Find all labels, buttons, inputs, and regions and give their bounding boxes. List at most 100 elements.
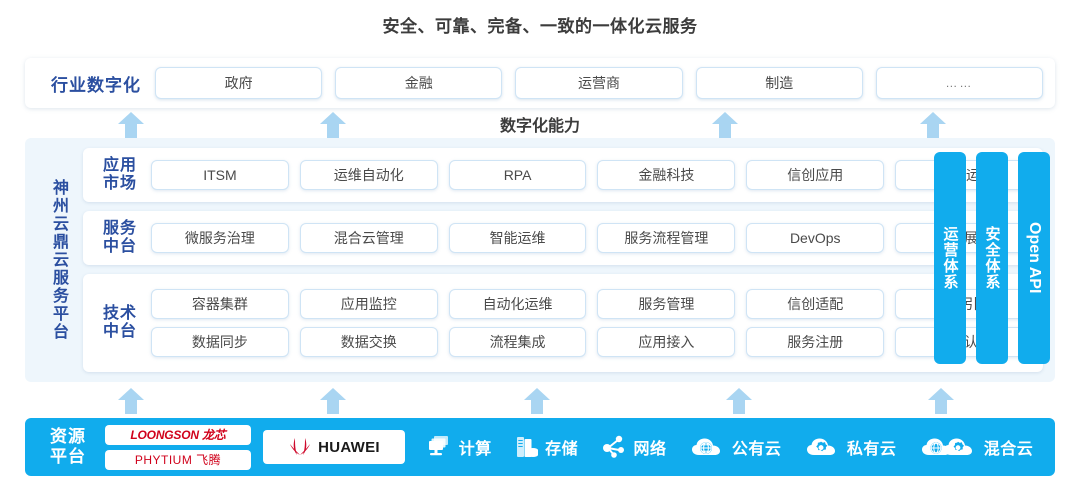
chip-microservice-governance[interactable]: 微服务治理 bbox=[151, 223, 289, 253]
page-title: 安全、可靠、完备、一致的一体化云服务 bbox=[382, 17, 698, 36]
resource-label-line2: 平台 bbox=[50, 447, 86, 466]
huawei-logo: HUAWEI bbox=[263, 430, 405, 464]
chip-data-sync[interactable]: 数据同步 bbox=[151, 327, 289, 357]
card-app-market-label: 应用 市场 bbox=[89, 157, 151, 194]
card-service-platform-rows: 微服务治理 混合云管理 智能运维 服务流程管理 DevOps 大屏展示 bbox=[151, 223, 1033, 253]
chip-intelligent-ops[interactable]: 智能运维 bbox=[448, 223, 587, 253]
card-service-platform: 服务 中台 微服务治理 混合云管理 智能运维 服务流程管理 DevOps 大屏展… bbox=[83, 211, 1043, 265]
pillar-label: Open API bbox=[1026, 222, 1043, 294]
chip-process-integration[interactable]: 流程集成 bbox=[448, 327, 587, 357]
resource-item-label: 混合云 bbox=[983, 441, 1034, 458]
chip-xinchuang-app[interactable]: 信创应用 bbox=[746, 160, 885, 190]
compute-icon bbox=[428, 436, 448, 456]
up-arrow-icon bbox=[726, 388, 752, 414]
chip-itsm[interactable]: ITSM bbox=[151, 160, 289, 190]
resource-item-hybrid-cloud[interactable]: 混合云 bbox=[920, 435, 1034, 459]
industry-item-more[interactable]: …… bbox=[875, 67, 1044, 99]
industry-items: 政府 金融 运营商 制造 …… bbox=[155, 67, 1044, 99]
cloud-service-platform-panel: 神州云鼎云服务平台 应用 市场 ITSM 运维自动化 RPA 金融科技 信创应用… bbox=[25, 138, 1055, 382]
network-icon bbox=[602, 435, 624, 458]
upper-arrow-strip bbox=[0, 110, 1080, 140]
card-tech-platform-rows: 容器集群 应用监控 自动化运维 服务管理 信创适配 流程引擎 数据同步 数据交换… bbox=[151, 289, 1033, 357]
resource-item-label: 网络 bbox=[633, 441, 667, 458]
loongson-logo: LOONGSON 龙芯 bbox=[105, 424, 251, 445]
resource-item-storage[interactable]: 存储 bbox=[515, 435, 578, 459]
private-cloud-icon bbox=[806, 438, 835, 455]
chip-data-exchange[interactable]: 数据交换 bbox=[299, 327, 438, 357]
resource-item-label: 存储 bbox=[545, 441, 579, 458]
card-app-market-rows: ITSM 运维自动化 RPA 金融科技 信创应用 运维/运营 bbox=[151, 160, 1033, 190]
card-label-line1: 技术 bbox=[102, 304, 137, 322]
chip-row: ITSM 运维自动化 RPA 金融科技 信创应用 运维/运营 bbox=[151, 160, 1033, 190]
industry-item-finance[interactable]: 金融 bbox=[335, 67, 503, 99]
storage-icon bbox=[517, 437, 539, 457]
resource-item-private-cloud[interactable]: 私有云 bbox=[805, 435, 897, 459]
lower-arrow-strip bbox=[0, 386, 1080, 416]
chip-row: 数据同步 数据交换 流程集成 应用接入 服务注册 统一认证 bbox=[151, 327, 1033, 357]
card-label-line1: 服务 bbox=[102, 219, 137, 237]
up-arrow-icon bbox=[920, 112, 946, 138]
huawei-flower-icon bbox=[290, 438, 311, 455]
chip-devops[interactable]: DevOps bbox=[746, 223, 885, 253]
pillar-label: 安全体系 bbox=[983, 226, 1001, 290]
up-arrow-icon bbox=[524, 388, 550, 414]
huawei-wordmark: HUAWEI bbox=[318, 438, 380, 456]
pillar-security-system[interactable]: 安全体系 bbox=[976, 152, 1008, 364]
chip-service-process-management[interactable]: 服务流程管理 bbox=[597, 223, 736, 253]
pillar-operations-system[interactable]: 运营体系 bbox=[934, 152, 966, 364]
industry-digitalization-row: 行业数字化 政府 金融 运营商 制造 …… bbox=[25, 58, 1055, 108]
up-arrow-icon bbox=[118, 388, 144, 414]
pillar-open-api[interactable]: Open API bbox=[1018, 152, 1050, 364]
platform-label-text: 神州云鼎云服务平台 bbox=[50, 179, 67, 341]
chip-vendor-logos: LOONGSON 龙芯 PHYTIUM 飞腾 bbox=[105, 424, 251, 470]
resource-label-line1: 资源 bbox=[50, 426, 86, 446]
industry-item-manufacturing[interactable]: 制造 bbox=[695, 67, 863, 99]
chip-app-monitoring[interactable]: 应用监控 bbox=[299, 289, 438, 319]
card-label-line2: 中台 bbox=[102, 238, 137, 255]
chip-app-access[interactable]: 应用接入 bbox=[597, 327, 736, 357]
vertical-pillars: 运营体系 安全体系 Open API bbox=[934, 152, 1050, 364]
card-tech-platform: 技术 中台 容器集群 应用监控 自动化运维 服务管理 信创适配 流程引擎 数据同… bbox=[83, 274, 1043, 372]
card-label-line2: 中台 bbox=[102, 323, 137, 340]
industry-row-label: 行业数字化 bbox=[51, 75, 141, 95]
resource-item-public-cloud[interactable]: 公有云 bbox=[690, 435, 782, 459]
up-arrow-icon bbox=[712, 112, 738, 138]
resource-platform-label: 资源 平台 bbox=[33, 427, 103, 468]
resource-item-label: 计算 bbox=[458, 441, 492, 458]
chip-container-cluster[interactable]: 容器集群 bbox=[151, 289, 289, 319]
resource-platform-bar: 资源 平台 LOONGSON 龙芯 PHYTIUM 飞腾 HUAWEI bbox=[25, 418, 1055, 476]
chip-fintech[interactable]: 金融科技 bbox=[597, 160, 736, 190]
resource-items: 计算 存储 bbox=[415, 435, 1045, 459]
industry-item-government[interactable]: 政府 bbox=[155, 67, 323, 99]
chip-row: 微服务治理 混合云管理 智能运维 服务流程管理 DevOps 大屏展示 bbox=[151, 223, 1033, 253]
chip-service-management[interactable]: 服务管理 bbox=[597, 289, 736, 319]
card-label-line2: 市场 bbox=[102, 175, 137, 192]
chip-service-registry[interactable]: 服务注册 bbox=[746, 327, 885, 357]
capability-label: 数字化能力 bbox=[499, 118, 580, 135]
card-label-line1: 应用 bbox=[102, 156, 137, 174]
chip-rpa[interactable]: RPA bbox=[448, 160, 587, 190]
resource-item-network[interactable]: 网络 bbox=[602, 435, 667, 459]
up-arrow-icon bbox=[118, 112, 144, 138]
chip-row: 容器集群 应用监控 自动化运维 服务管理 信创适配 流程引擎 bbox=[151, 289, 1033, 319]
card-service-platform-label: 服务 中台 bbox=[89, 220, 151, 257]
up-arrow-icon bbox=[320, 112, 346, 138]
platform-cards: 应用 市场 ITSM 运维自动化 RPA 金融科技 信创应用 运维/运营 bbox=[83, 148, 1043, 372]
resource-item-label: 公有云 bbox=[731, 441, 782, 458]
phytium-logo: PHYTIUM 飞腾 bbox=[105, 449, 251, 470]
chip-xinchuang-adaptation[interactable]: 信创适配 bbox=[746, 289, 885, 319]
card-tech-platform-label: 技术 中台 bbox=[89, 305, 151, 342]
hybrid-cloud-icon bbox=[921, 438, 972, 455]
chip-hybrid-cloud-management[interactable]: 混合云管理 bbox=[299, 223, 438, 253]
platform-vertical-label: 神州云鼎云服务平台 bbox=[33, 148, 83, 372]
chip-automated-ops[interactable]: 自动化运维 bbox=[448, 289, 587, 319]
chip-ops-automation[interactable]: 运维自动化 bbox=[299, 160, 438, 190]
resource-item-compute[interactable]: 计算 bbox=[427, 435, 492, 459]
industry-item-telecom[interactable]: 运营商 bbox=[515, 67, 683, 99]
resource-item-label: 私有云 bbox=[846, 441, 897, 458]
up-arrow-icon bbox=[928, 388, 954, 414]
card-app-market: 应用 市场 ITSM 运维自动化 RPA 金融科技 信创应用 运维/运营 bbox=[83, 148, 1043, 202]
up-arrow-icon bbox=[320, 388, 346, 414]
public-cloud-icon bbox=[691, 438, 720, 455]
